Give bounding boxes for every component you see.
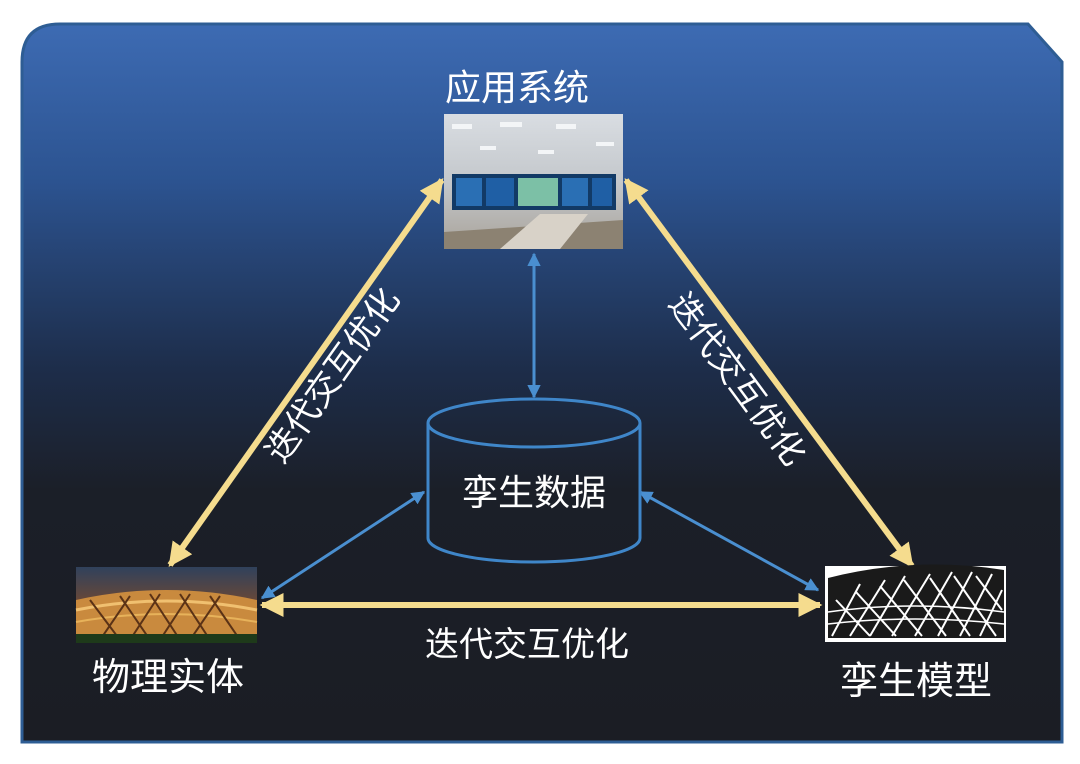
arrow-data-model	[638, 490, 820, 592]
physical-entity-image	[75, 567, 258, 643]
arrow-data-physical	[260, 490, 426, 600]
arrow-physical-application	[167, 178, 445, 567]
arrow-application-model	[623, 178, 915, 568]
application-system-image	[444, 114, 623, 249]
twin-data-cylinder	[426, 397, 642, 564]
twin-model-label: 孪生模型	[840, 659, 992, 703]
twin-model-image	[825, 564, 1006, 642]
bottom-edge-label: 迭代交互优化	[425, 625, 629, 665]
application-system-label: 应用系统	[445, 68, 589, 109]
twin-data-label: 孪生数据	[462, 473, 606, 514]
physical-entity-label: 物理实体	[92, 655, 244, 699]
